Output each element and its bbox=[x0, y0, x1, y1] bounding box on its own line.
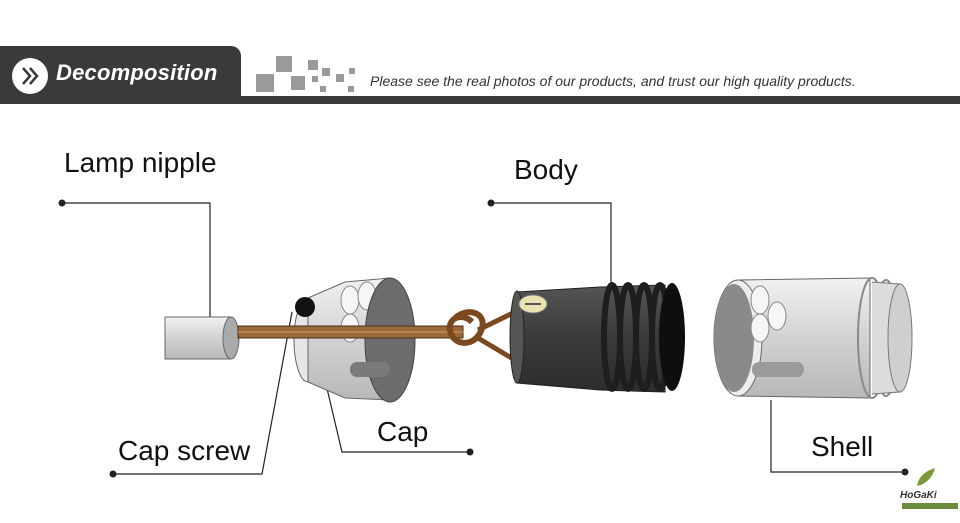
cap-screw-label: Cap screw bbox=[118, 435, 251, 466]
lamp-nipple bbox=[164, 316, 240, 360]
cap-screw bbox=[295, 297, 315, 317]
logo-brand: HoGaKi bbox=[900, 490, 937, 501]
section-title: Decomposition bbox=[56, 60, 218, 85]
tagline: Please see the real photos of our produc… bbox=[370, 73, 856, 89]
double-chevron-icon bbox=[12, 58, 48, 94]
body-label: Body bbox=[514, 154, 578, 185]
logo-tagline-bar bbox=[902, 503, 958, 509]
shell bbox=[713, 277, 913, 399]
cap bbox=[293, 277, 416, 403]
socket-body bbox=[509, 282, 685, 393]
shell-label: Shell bbox=[811, 431, 874, 462]
header-bar bbox=[0, 96, 960, 104]
lamp-nipple-label: Lamp nipple bbox=[64, 147, 217, 178]
cap-leader bbox=[324, 379, 470, 453]
lamp-nipple-leader bbox=[62, 202, 211, 318]
cap-screw-leader bbox=[113, 311, 293, 475]
leaf-icon bbox=[917, 468, 935, 486]
body-leader bbox=[491, 202, 612, 292]
cap-label: Cap bbox=[377, 416, 429, 447]
cord bbox=[237, 304, 537, 375]
shell-leader bbox=[770, 400, 905, 473]
